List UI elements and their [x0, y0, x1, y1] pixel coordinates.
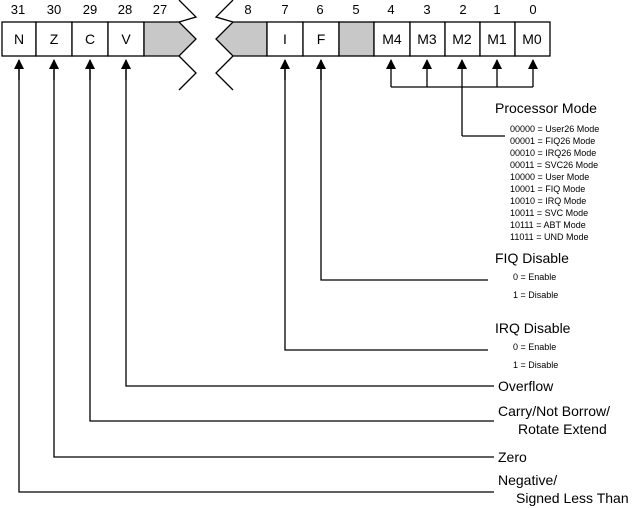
zero-group: Zero: [49, 59, 527, 465]
fiq-line: [320, 60, 488, 281]
fiq-disable-group: FIQ Disable 0 = Enable 1 = Disable: [316, 59, 569, 300]
mode-entry: 00010 = IRQ26 Mode: [510, 148, 596, 158]
break-line-left: [214, 0, 234, 23]
carry-label-line2: Rotate Extend: [518, 421, 607, 437]
irq-disable: 1 = Disable: [513, 360, 558, 370]
mode-entry: 10001 = FIQ Mode: [510, 184, 585, 194]
bit-numbers: 31 30 29 28 27 8 7 6 5 4 3 2 1 0: [11, 2, 537, 17]
bit-number: 29: [83, 2, 97, 17]
processor-mode-legend: Processor Mode 00000 = User26 Mode 00001…: [495, 100, 599, 242]
mode-entry: 00011 = SVC26 Mode: [510, 160, 598, 170]
cell-label: F: [317, 31, 326, 47]
fiq-enable: 0 = Enable: [513, 272, 556, 282]
overflow-label: Overflow: [498, 378, 554, 394]
bit-number: 31: [11, 2, 25, 17]
mode-entry: 10111 = ABT Mode: [510, 220, 586, 230]
mode-connector: [386, 59, 538, 137]
irq-line: [284, 60, 488, 351]
overflow-line: [125, 60, 494, 387]
reserved-bits-right: [215, 21, 268, 57]
bit-number: 0: [529, 2, 536, 17]
zero-label: Zero: [498, 449, 527, 465]
cell-label: I: [283, 31, 287, 47]
cell-n: [1, 21, 37, 57]
negative-label-line2: Signed Less Than: [516, 490, 629, 506]
cell-m2: [444, 21, 481, 57]
cell-label: V: [121, 31, 131, 47]
irq-disable-group: IRQ Disable 0 = Enable 1 = Disable: [280, 59, 571, 370]
mode-entry: 10010 = IRQ Mode: [510, 196, 586, 206]
cell-m0: [514, 21, 551, 57]
bit-number: 7: [281, 2, 288, 17]
bit-number: 2: [459, 2, 466, 17]
break-line-right: [178, 0, 198, 23]
overflow-group: Overflow: [121, 59, 554, 394]
cell-label: M3: [417, 31, 437, 47]
reserved-bits-left: [143, 21, 197, 57]
bit-number: 8: [244, 2, 251, 17]
bit-number: 4: [387, 2, 394, 17]
cell-label: C: [85, 31, 95, 47]
carry-group: Carry/Not Borrow/ Rotate Extend: [85, 59, 610, 437]
cell-z: [35, 21, 73, 57]
mode-entry: 00001 = FIQ26 Mode: [510, 136, 595, 146]
register-row: N Z C V I F M4 M3 M2 M1 M0: [1, 0, 551, 91]
cell-c: [71, 21, 109, 57]
cell-m4: [373, 21, 411, 57]
negative-group: Negative/ Signed Less Than: [14, 59, 629, 506]
cell-f: [302, 21, 340, 57]
negative-label-line1: Negative/: [498, 472, 557, 488]
bit-number: 3: [423, 2, 430, 17]
bit-number: 1: [493, 2, 500, 17]
irq-disable-title: IRQ Disable: [495, 320, 571, 336]
bit-number: 5: [352, 2, 359, 17]
cell-bit5-reserved: [338, 21, 375, 57]
break-line-left-low: [215, 55, 234, 91]
bit-number: 28: [118, 2, 132, 17]
fiq-disable-title: FIQ Disable: [495, 250, 569, 266]
processor-mode-title: Processor Mode: [495, 100, 597, 116]
cell-label: M1: [487, 31, 507, 47]
mode-entry: 10011 = SVC Mode: [510, 208, 588, 218]
cell-label: M4: [382, 31, 402, 47]
cell-label: Z: [50, 31, 59, 47]
cell-label: M0: [522, 31, 542, 47]
fiq-disable: 1 = Disable: [513, 290, 558, 300]
bit-number: 30: [47, 2, 61, 17]
carry-line: [89, 60, 494, 422]
break-line-right-low: [178, 55, 197, 91]
mode-entry: 11011 = UND Mode: [510, 232, 588, 242]
mode-entry: 10000 = User Mode: [510, 172, 589, 182]
mode-entry: 00000 = User26 Mode: [510, 124, 599, 134]
bit-number: 6: [316, 2, 323, 17]
negative-line: [18, 60, 494, 493]
bit-number: 27: [153, 2, 167, 17]
irq-enable: 0 = Enable: [513, 342, 556, 352]
cell-label: M2: [452, 31, 472, 47]
carry-label-line1: Carry/Not Borrow/: [498, 403, 610, 419]
zero-line: [53, 60, 494, 458]
cell-label: N: [14, 31, 24, 47]
